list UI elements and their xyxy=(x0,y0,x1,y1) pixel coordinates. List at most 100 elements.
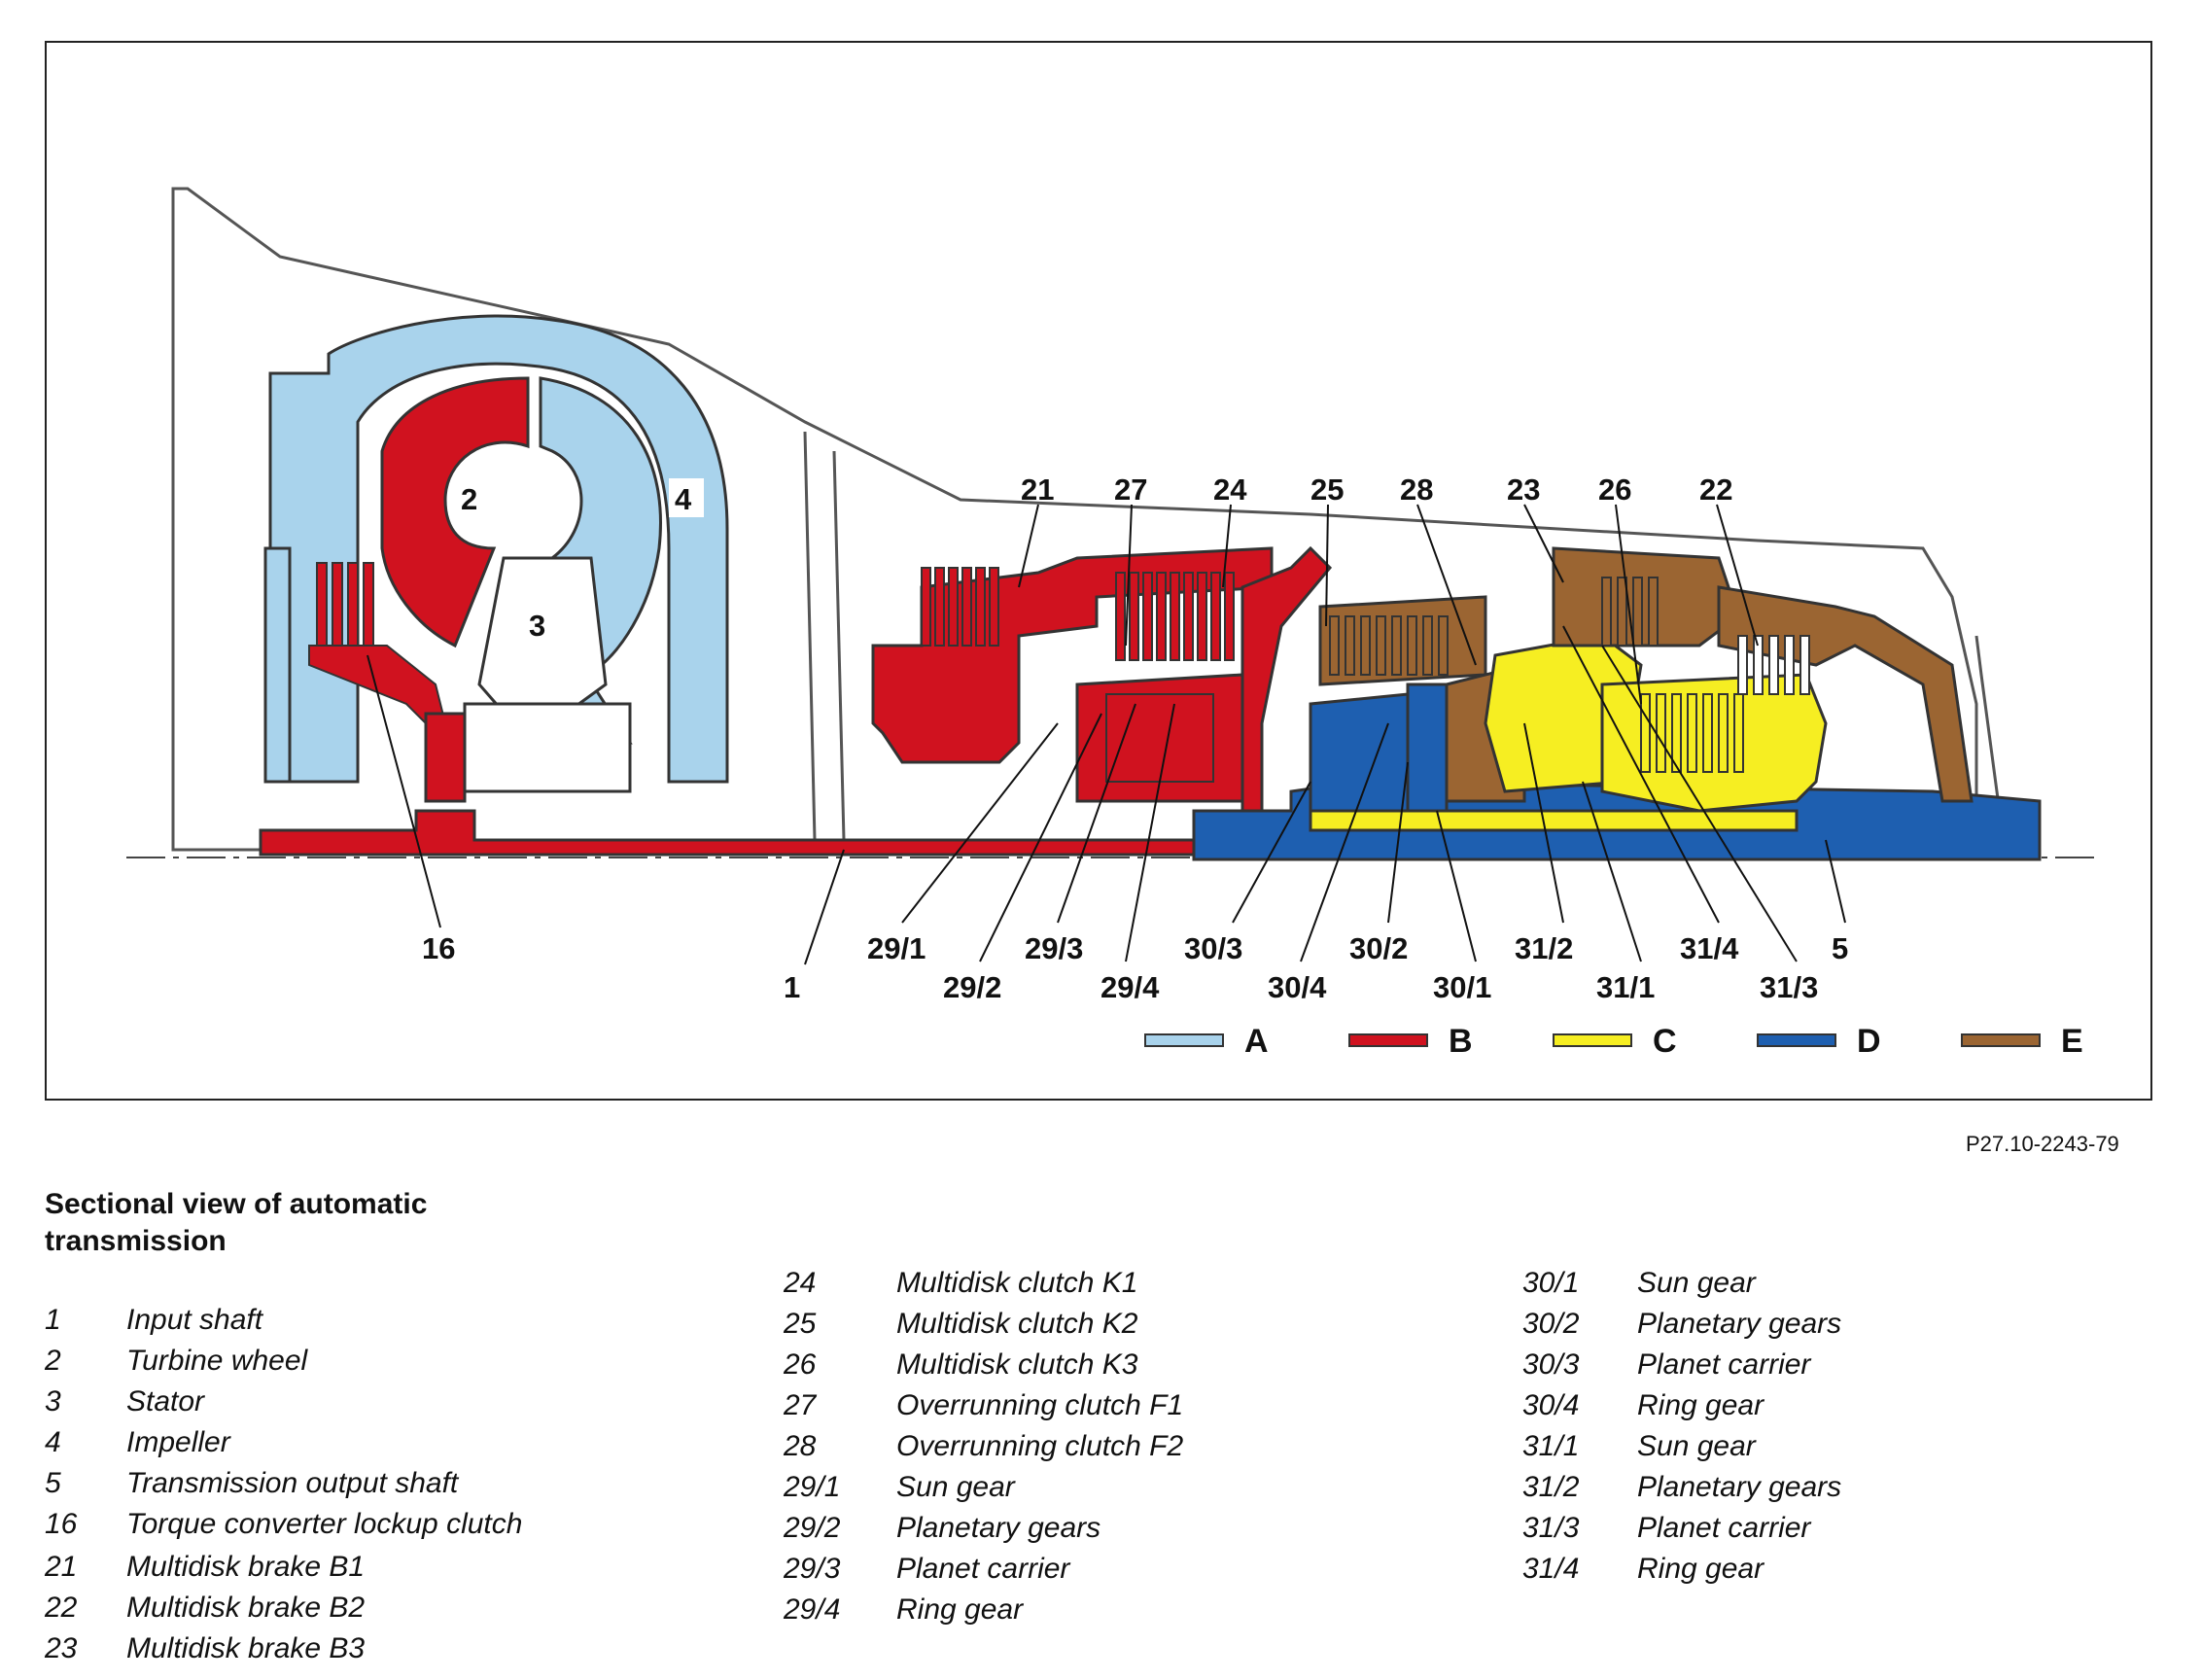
key-number: 2 xyxy=(45,1345,61,1377)
key-label: Multidisk clutch K3 xyxy=(896,1348,1138,1381)
diagram-frame: 2 4 3 21 27 24 25 28 23 26 22 16 1 29/ xyxy=(45,41,2152,1101)
callout-box-4 xyxy=(669,478,704,517)
ring-gear-30 xyxy=(1309,692,1410,813)
key-number: 27 xyxy=(784,1389,817,1421)
multidisk-brake-b3 xyxy=(1552,546,1740,648)
key-number: 29/1 xyxy=(784,1471,841,1503)
planet-carrier-29 xyxy=(1240,545,1333,813)
callout-21: 21 xyxy=(1021,472,1054,507)
legend-swatch-c xyxy=(1553,1033,1632,1047)
key-label: Multidisk brake B2 xyxy=(126,1592,366,1624)
callout-box-2 xyxy=(455,478,490,517)
key-label: Ring gear xyxy=(1637,1389,1764,1421)
key-number: 28 xyxy=(784,1430,817,1462)
callout-28: 28 xyxy=(1400,472,1433,507)
key-label: Sun gear xyxy=(1637,1267,1756,1299)
multidisk-brake-b3-plates xyxy=(1601,577,1659,647)
key-label: Stator xyxy=(126,1385,205,1418)
transmission-section-diagram: 2 4 3 21 27 24 25 28 23 26 22 16 1 29/ xyxy=(126,187,2098,1060)
key-number: 16 xyxy=(45,1508,78,1540)
key-number: 29/4 xyxy=(784,1593,841,1626)
callout-4: 4 xyxy=(675,482,692,516)
key-label: Ring gear xyxy=(1637,1553,1764,1585)
legend-label-c: C xyxy=(1653,1023,1677,1060)
callout-2: 2 xyxy=(461,482,477,516)
key-label: Sun gear xyxy=(896,1471,1015,1503)
key-number: 26 xyxy=(784,1348,817,1381)
key-label: Input shaft xyxy=(126,1304,263,1336)
key-label: Planet carrier xyxy=(1637,1348,1811,1381)
key-number: 30/1 xyxy=(1522,1267,1580,1299)
key-label: Sun gear xyxy=(1637,1430,1756,1462)
color-legend: A B C D E xyxy=(1144,1023,2083,1060)
multidisk-brake-b2 xyxy=(1737,635,1810,695)
key-label: Planetary gears xyxy=(1637,1471,1842,1503)
key-number: 5 xyxy=(45,1467,61,1499)
key-label: Planet carrier xyxy=(1637,1512,1811,1544)
callout-27: 27 xyxy=(1114,472,1147,507)
callout-30-2: 30/2 xyxy=(1349,931,1408,965)
callout-26: 26 xyxy=(1598,472,1631,507)
callout-1: 1 xyxy=(784,970,800,1004)
key-label: Planetary gears xyxy=(1637,1308,1842,1340)
key-number: 3 xyxy=(45,1385,61,1418)
legend-swatch-e xyxy=(1961,1033,2041,1047)
turbine-wheel xyxy=(380,376,530,648)
key-label: Impeller xyxy=(126,1426,230,1458)
planetary-gears-30 xyxy=(1406,682,1449,813)
key-label: Transmission output shaft xyxy=(126,1467,459,1499)
leader-lines xyxy=(367,504,1846,965)
callout-30-3: 30/3 xyxy=(1184,931,1242,965)
callout-30-1: 30/1 xyxy=(1433,970,1491,1004)
sun-gear-30 xyxy=(1309,809,1799,832)
callout-29-1: 29/1 xyxy=(867,931,926,965)
callout-25: 25 xyxy=(1310,472,1344,507)
legend-label-b: B xyxy=(1449,1023,1473,1060)
housing-inner-ribs xyxy=(803,431,2003,841)
key-number: 1 xyxy=(45,1304,61,1336)
stator-hub xyxy=(463,702,632,793)
key-label: Planet carrier xyxy=(896,1553,1070,1585)
legend-swatch-d xyxy=(1757,1033,1836,1047)
key-label: Overrunning clutch F1 xyxy=(896,1389,1184,1421)
key-number: 25 xyxy=(784,1308,817,1340)
key-number: 23 xyxy=(45,1632,78,1664)
callout-24: 24 xyxy=(1213,472,1247,507)
key-label: Multidisk clutch K2 xyxy=(896,1308,1138,1340)
key-label: Multidisk brake B3 xyxy=(126,1632,366,1664)
key-number: 22 xyxy=(45,1592,78,1624)
key-label: Turbine wheel xyxy=(126,1345,308,1377)
legend-swatch-a xyxy=(1144,1033,1224,1047)
key-number: 21 xyxy=(45,1551,78,1583)
key-number: 30/4 xyxy=(1522,1389,1580,1421)
multidisk-brake-b2-drum xyxy=(1717,585,1974,803)
key-number: 31/2 xyxy=(1522,1471,1580,1503)
key-number: 24 xyxy=(784,1267,817,1299)
callout-23: 23 xyxy=(1507,472,1540,507)
key-number: 31/3 xyxy=(1522,1512,1580,1544)
key-number: 4 xyxy=(45,1426,61,1458)
lockup-clutch-housing xyxy=(263,546,292,784)
callout-5: 5 xyxy=(1832,931,1848,965)
multidisk-brake-b1 xyxy=(921,567,999,647)
multidisk-clutch-k2-plates xyxy=(1329,615,1449,676)
converter-housing xyxy=(268,314,729,784)
callout-31-4: 31/4 xyxy=(1680,931,1739,965)
planetary-set-29-gears xyxy=(1105,693,1214,783)
turbine-hub xyxy=(424,712,467,803)
callout-3: 3 xyxy=(529,609,545,643)
callout-29-3: 29/3 xyxy=(1025,931,1083,965)
callout-31-2: 31/2 xyxy=(1515,931,1573,965)
section-title: Sectional view of automatic transmission xyxy=(45,1188,428,1257)
callout-29-4: 29/4 xyxy=(1100,970,1160,1004)
multidisk-clutch-k3 xyxy=(1640,693,1744,773)
key-label: Overrunning clutch F2 xyxy=(896,1430,1184,1462)
key-label: Torque converter lockup clutch xyxy=(126,1508,523,1540)
legend-label-d: D xyxy=(1857,1023,1881,1060)
callout-22: 22 xyxy=(1699,472,1732,507)
callout-16: 16 xyxy=(422,931,455,965)
callout-31-3: 31/3 xyxy=(1760,970,1818,1004)
key-number: 31/1 xyxy=(1522,1430,1580,1462)
callout-29-2: 29/2 xyxy=(943,970,1001,1004)
callout-30-4: 30/4 xyxy=(1268,970,1327,1004)
